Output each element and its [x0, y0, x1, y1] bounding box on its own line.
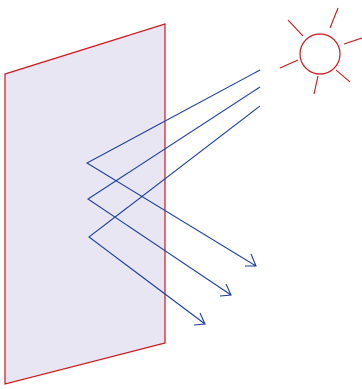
sun-ray — [343, 37, 362, 45]
sun-ray — [313, 75, 319, 95]
sun-ray — [335, 69, 351, 83]
sun-disc — [299, 33, 341, 75]
light-ray — [87, 86, 261, 296]
ray-arrowhead — [245, 253, 257, 267]
light-ray — [88, 105, 261, 325]
sun-ray — [329, 7, 339, 29]
sun-ray — [279, 59, 299, 69]
mirror-panel — [4, 23, 166, 385]
sun-ray — [287, 19, 304, 37]
sun-icon — [279, 7, 362, 95]
ray-arrowhead — [219, 283, 232, 297]
ray-arrowhead — [193, 312, 206, 326]
light-rays — [85, 69, 261, 326]
light-ray — [85, 69, 261, 267]
